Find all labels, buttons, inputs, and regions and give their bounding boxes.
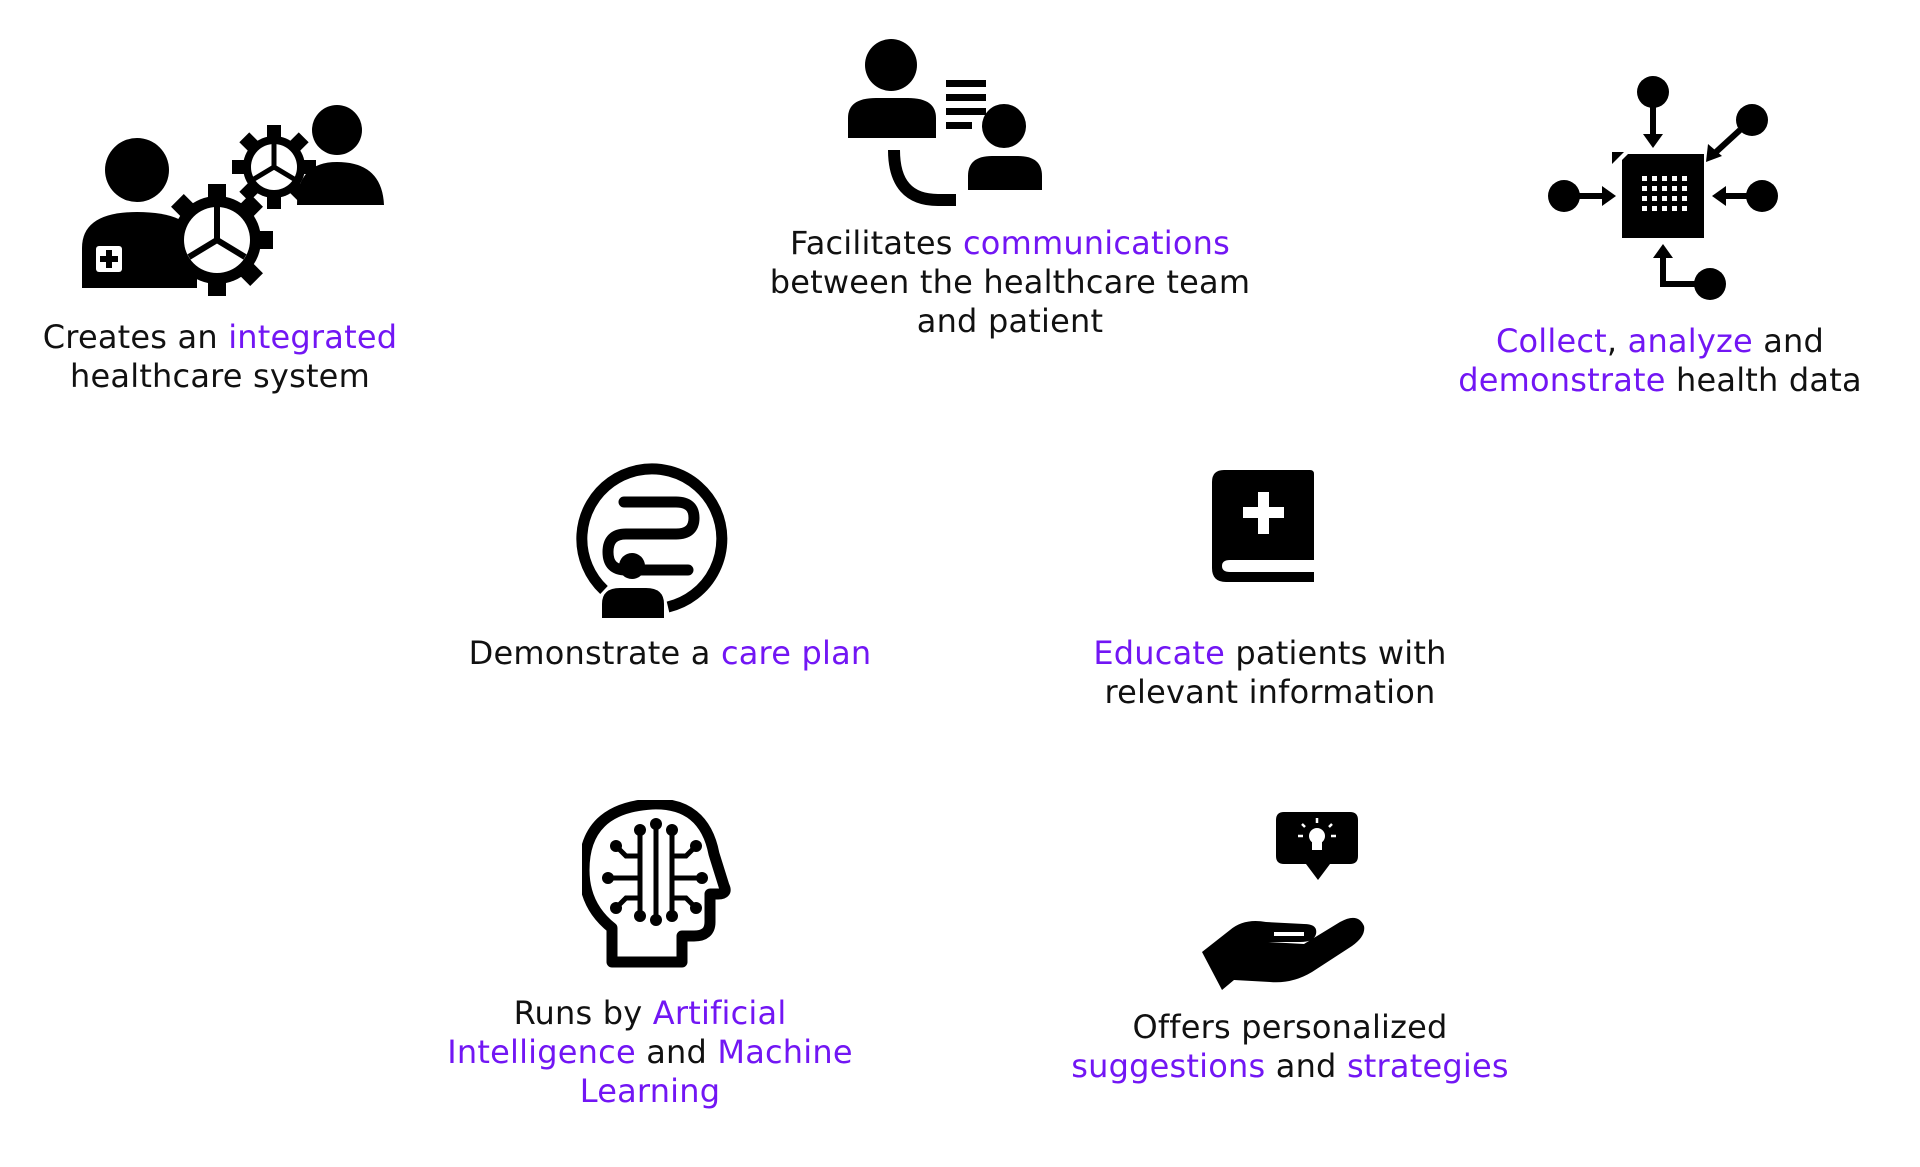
caption-line: Offers personalized (1020, 1008, 1560, 1047)
caption-care-plan: Demonstrate a care plan (420, 634, 920, 673)
highlighted-term: communications (963, 224, 1230, 262)
highlighted-term: Machine (717, 1033, 853, 1071)
patient-communication-icon (848, 39, 1042, 206)
hand-lightbulb-icon (1202, 812, 1365, 990)
data-collection-icon (1548, 76, 1778, 300)
caption-line: Facilitates communications (740, 224, 1280, 263)
caption-line: healthcare system (20, 357, 420, 396)
caption-line: Intelligence and Machine (400, 1033, 900, 1072)
highlighted-term: integrated (228, 318, 398, 356)
highlighted-term: Intelligence (447, 1033, 636, 1071)
caption-text: Creates an (42, 318, 229, 356)
highlighted-term: Learning (579, 1072, 721, 1110)
highlighted-term: Educate (1093, 634, 1226, 672)
caption-line: Creates an integrated (20, 318, 420, 357)
medical-book-icon (1212, 470, 1314, 582)
caption-text: Facilitates (790, 224, 964, 262)
caption-line: suggestions and strategies (1020, 1047, 1560, 1086)
caption-line: Demonstrate a care plan (420, 634, 920, 673)
caption-line: between the healthcare team (740, 263, 1280, 302)
caption-text: health data (1665, 361, 1862, 399)
caption-line: Learning (400, 1072, 900, 1111)
caption-text: Demonstrate a (468, 634, 721, 672)
highlighted-term: Collect (1495, 322, 1607, 360)
caption-text: healthcare system (70, 357, 370, 395)
caption-text: and (1752, 322, 1825, 360)
caption-text: and (635, 1033, 718, 1071)
caption-line: demonstrate health data (1420, 361, 1900, 400)
caption-line: relevant information (1020, 673, 1520, 712)
caption-line: Collect, analyze and (1420, 322, 1900, 361)
highlighted-term: demonstrate (1458, 361, 1666, 399)
caption-text: patients with (1225, 634, 1447, 672)
caption-text: and patient (916, 302, 1104, 340)
caption-line: Educate patients with (1020, 634, 1520, 673)
care-plan-path-icon (576, 463, 728, 618)
caption-text: Offers personalized (1132, 1008, 1448, 1046)
caption-line: Runs by Artificial (400, 994, 900, 1033)
caption-text: , (1606, 322, 1628, 360)
highlighted-term: suggestions (1071, 1047, 1266, 1085)
caption-text: Runs by (513, 994, 653, 1032)
highlighted-term: analyze (1627, 322, 1753, 360)
highlighted-term: Artificial (652, 994, 787, 1032)
users-gears-icon (82, 105, 384, 296)
highlighted-term: care plan (720, 634, 872, 672)
highlighted-term: strategies (1346, 1047, 1509, 1085)
caption-line: and patient (740, 302, 1280, 341)
ai-head-circuit-icon (582, 800, 731, 968)
caption-text: between the healthcare team (769, 263, 1251, 301)
caption-text: and (1265, 1047, 1347, 1085)
caption-text: relevant information (1104, 673, 1436, 711)
